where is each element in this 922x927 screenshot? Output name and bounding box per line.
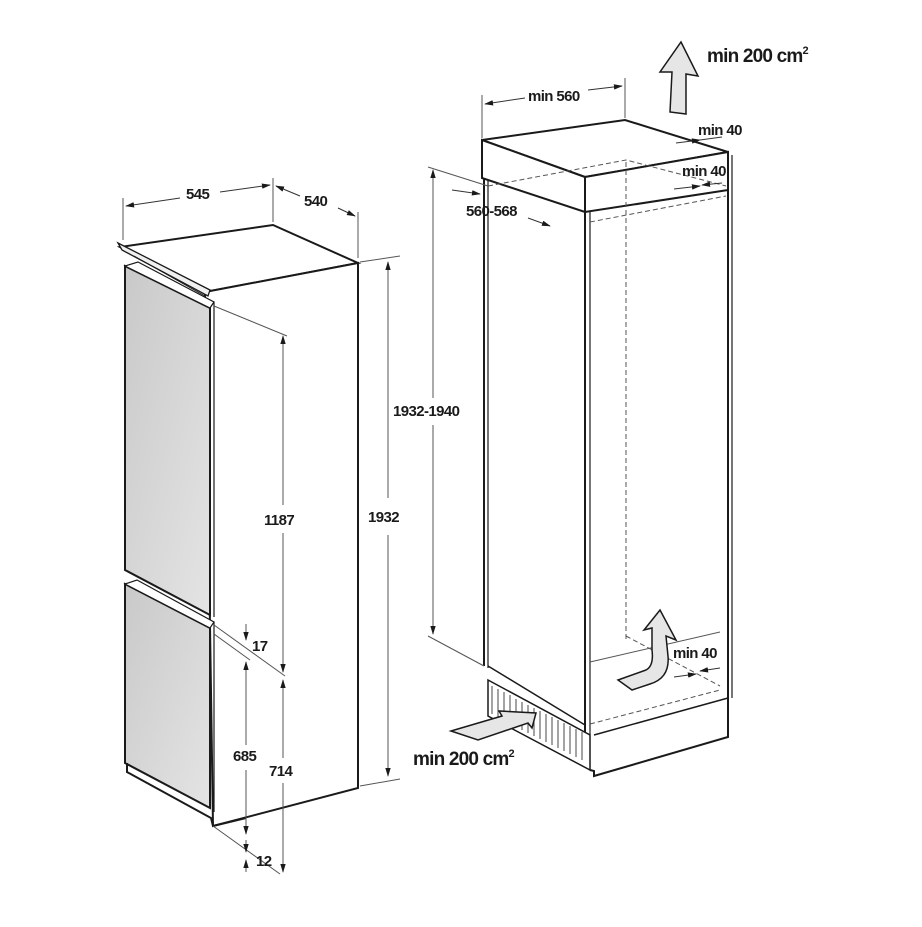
arrow-right-icon: [448, 710, 537, 741]
niche-height-label: 1932-1940: [393, 403, 460, 420]
niche-depth-label: 560-568: [466, 203, 517, 220]
dim-bottom-offset-label: 12: [256, 853, 272, 870]
niche-top-gap-side-label: min 40: [682, 163, 726, 180]
dim-depth-label: 540: [304, 193, 327, 210]
arrow-up-icon: [658, 40, 700, 115]
niche-drawing: min 560 min 40 min 40 560-568 1932-1940 …: [393, 40, 809, 778]
dim-height-label: 1932: [368, 509, 399, 526]
dim-lower-section-label: 714: [269, 763, 293, 780]
niche-top-gap-rear-label: min 40: [698, 122, 742, 139]
niche-min-width-label: min 560: [528, 88, 580, 105]
niche-bottom-gap-label: min 40: [673, 645, 717, 662]
upper-door: [124, 264, 211, 617]
ventilation-grille: [491, 686, 583, 760]
dim-gap-label: 17: [252, 638, 268, 655]
dim-upper-door-label: 1187: [264, 512, 294, 529]
dim-width-label: 545: [186, 186, 209, 203]
curved-arrow-up-icon: [616, 608, 678, 691]
top-vent-label: min 200 cm2: [707, 45, 809, 67]
bottom-vent-label: min 200 cm2: [413, 748, 515, 770]
dim-lower-door-label: 685: [233, 748, 256, 765]
appliance-side: [203, 261, 359, 828]
appliance-drawing: 545 540 1932 1187 17 685 714 12: [116, 178, 401, 875]
